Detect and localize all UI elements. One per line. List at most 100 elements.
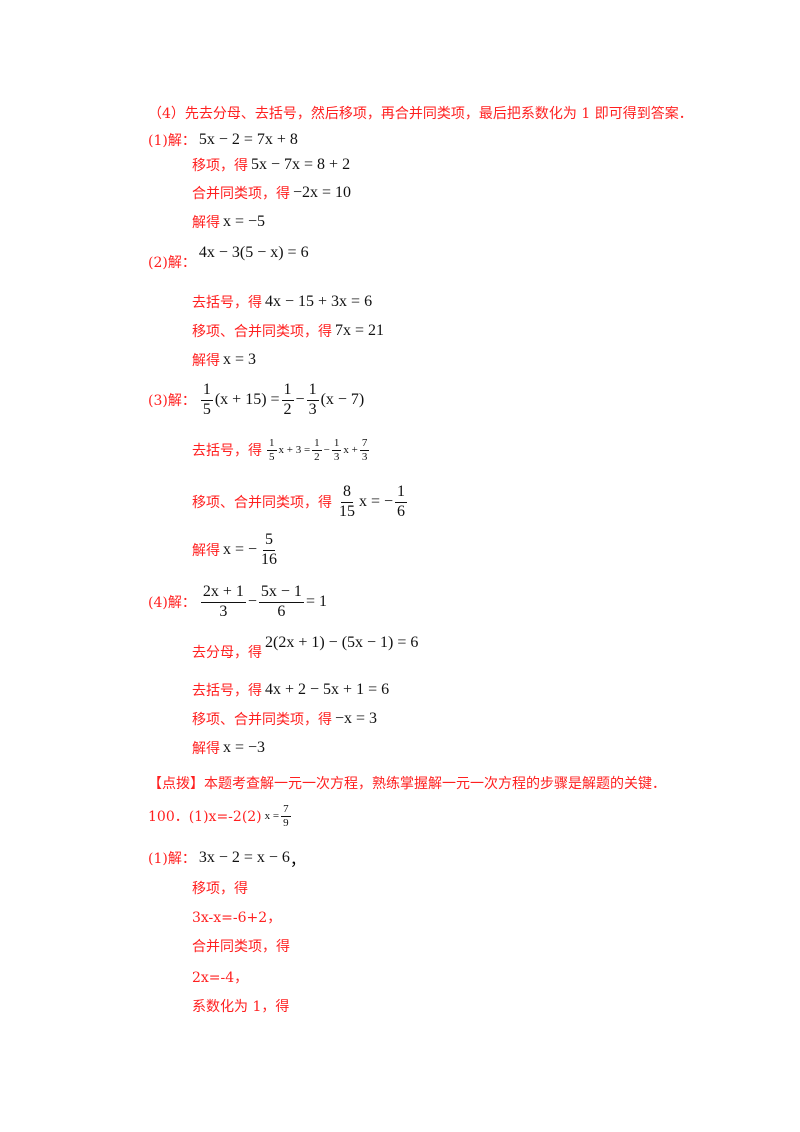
math-text: −2x = 10: [293, 184, 352, 201]
math-text: 4x − 15 + 3x = 6: [265, 293, 373, 310]
math-text: −: [247, 593, 257, 610]
step-label: 合并同类项，得: [192, 186, 290, 202]
denominator: 6: [277, 602, 286, 620]
math-text: −x = 3: [335, 710, 378, 727]
math-text: = 1: [305, 593, 327, 610]
equation: x = −3: [223, 739, 265, 757]
math-text: x = −5: [223, 213, 266, 230]
step-label: 移项，得: [192, 158, 248, 174]
solution-line: (1)解：3x − 2 = x − 6，: [148, 838, 306, 878]
solution-line: （4）先去分母、去括号，然后移项，再合并同类项，最后把系数化为 1 即可得到答案…: [148, 93, 693, 133]
numerator: 8: [341, 483, 353, 503]
step-label: 去分母，得: [192, 645, 262, 661]
math-text: x = −3: [223, 739, 266, 756]
math-text: −: [295, 391, 305, 408]
equation: 5x − 2 = 7x + 8: [199, 131, 298, 149]
numerator: 1: [312, 436, 322, 451]
denominator: 6: [397, 502, 406, 520]
math-text: x + 3 =: [278, 444, 311, 456]
numerator: 1: [331, 436, 342, 451]
step-label: 去括号，得: [192, 683, 262, 699]
solution-line: 移项，得: [192, 868, 248, 908]
solution-line: 系数化为 1，得: [192, 986, 289, 1026]
math-text: 5x − 2 = 7x + 8: [198, 131, 298, 148]
math-text: 2(2x + 1) − (5x − 1) = 6: [265, 634, 419, 651]
math-text: x = −: [223, 541, 258, 558]
step-label: 移项、合并同类项，得: [192, 495, 332, 511]
numerator: 1: [200, 381, 213, 401]
step-label: 解得: [192, 353, 220, 369]
step-label: 移项、合并同类项，得: [192, 324, 332, 340]
equation: −x = 3: [335, 710, 377, 728]
solution-line: 移项、合并同类项，得−x = 3: [192, 699, 377, 739]
step-label: 2x=-4，: [192, 970, 249, 986]
math-text: x =: [264, 810, 280, 822]
equation: 4x − 15 + 3x = 6: [265, 293, 372, 311]
step-label: 【点拨】本题考查解一元一次方程，熟练掌握解一元一次方程的步骤是解题的关键．: [148, 776, 666, 792]
denominator: 5: [202, 400, 211, 418]
math-text: 3x − 2 = x − 6: [198, 849, 290, 866]
denominator: 2: [314, 450, 320, 463]
solution-line: (1)解：5x − 2 = 7x + 8: [148, 120, 298, 160]
numerator: 5x − 1: [258, 583, 304, 603]
solution-line: 合并同类项，得−2x = 10: [192, 173, 351, 213]
step-label: (4)解：: [148, 595, 196, 611]
step-label: 合并同类项，得: [192, 939, 290, 955]
equation: x = −5: [223, 213, 265, 231]
step-label: 3x-x=-6+2，: [192, 910, 282, 926]
step-label: (3)解：: [148, 393, 196, 409]
equation: 4x − 3(5 − x) = 6: [199, 244, 309, 262]
numerator: 1: [306, 381, 319, 401]
math-text: 4x + 2 − 5x + 1 = 6: [265, 681, 390, 698]
math-text: −: [323, 444, 330, 456]
math-text: 7x = 21: [335, 322, 385, 339]
step-label: 解得: [192, 543, 220, 559]
equation: 4x + 2 − 5x + 1 = 6: [265, 681, 389, 699]
solution-line: 2x=-4，: [192, 957, 248, 997]
numerator: 7: [359, 436, 370, 451]
solution-line: (2)解：4x − 3(5 − x) = 6: [148, 242, 309, 282]
numerator: 7: [281, 802, 291, 817]
step-label: 100．(1)x=-2(2): [148, 809, 262, 825]
math-text: 4x − 3(5 − x) = 6: [198, 244, 309, 261]
step-label: 移项，得: [192, 881, 248, 897]
solution-line: 【点拨】本题考查解一元一次方程，熟练掌握解一元一次方程的步骤是解题的关键．: [148, 763, 666, 803]
equation: 7x = 21: [335, 322, 384, 340]
equation: 3x − 2 = x − 6: [199, 849, 290, 867]
step-label: 系数化为 1，得: [192, 999, 290, 1015]
denominator: 16: [261, 550, 278, 568]
solution-line: 合并同类项，得: [192, 926, 290, 966]
denominator: 5: [269, 450, 275, 463]
math-text: 5x − 7x = 8 + 2: [251, 156, 351, 173]
math-text: (x + 15) =: [214, 391, 280, 408]
solution-line: 3x-x=-6+2，: [192, 897, 281, 937]
punctuation: ，: [289, 850, 306, 869]
step-label: 移项、合并同类项，得: [192, 712, 332, 728]
numerator: 1: [281, 381, 294, 401]
numerator: 1: [395, 483, 408, 503]
